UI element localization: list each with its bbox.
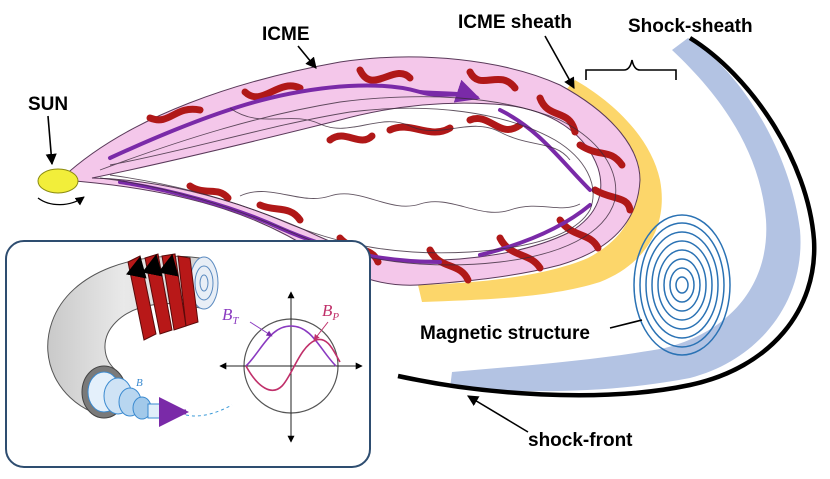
- shock-sheath-bracket: [585, 59, 677, 80]
- inset-field-trail: [185, 404, 233, 417]
- sun-label: SUN: [28, 94, 68, 115]
- icme-sheath-pointer: [544, 35, 575, 89]
- icme-thin-field-lines: [99, 96, 617, 266]
- magnetic-structure-pointer: [609, 319, 643, 329]
- shock-front-curve: [397, 36, 817, 398]
- inset-sine-plot: [219, 291, 363, 443]
- icme-label-pointer: [297, 45, 317, 69]
- icme-label: ICME: [262, 24, 310, 45]
- inset-bp-label: BP: [322, 301, 339, 323]
- inset-b-vector-label: B: [136, 377, 143, 389]
- sun-rotation-arrow: [37, 196, 85, 206]
- bp-curve: [245, 338, 341, 391]
- inset-bp-pointer: [313, 321, 329, 341]
- sun-label-pointer: [45, 115, 57, 166]
- magnetic-structure-label: Magnetic structure: [420, 323, 590, 344]
- inset-bt-pointer: [249, 321, 273, 337]
- bt-curve: [245, 325, 337, 367]
- shock-front-pointer: [467, 395, 529, 433]
- sun-disk: [37, 168, 79, 194]
- shock-front-label: shock-front: [528, 430, 633, 451]
- shock-sheath-label: Shock-sheath: [628, 16, 753, 37]
- inset-red-band-arrows: [125, 253, 179, 279]
- icme-sheath-label: ICME sheath: [458, 12, 572, 33]
- inset-bt-label: BT: [222, 305, 239, 327]
- magnetic-structure-rings: [633, 214, 731, 356]
- icme-field-arrow: [419, 79, 481, 103]
